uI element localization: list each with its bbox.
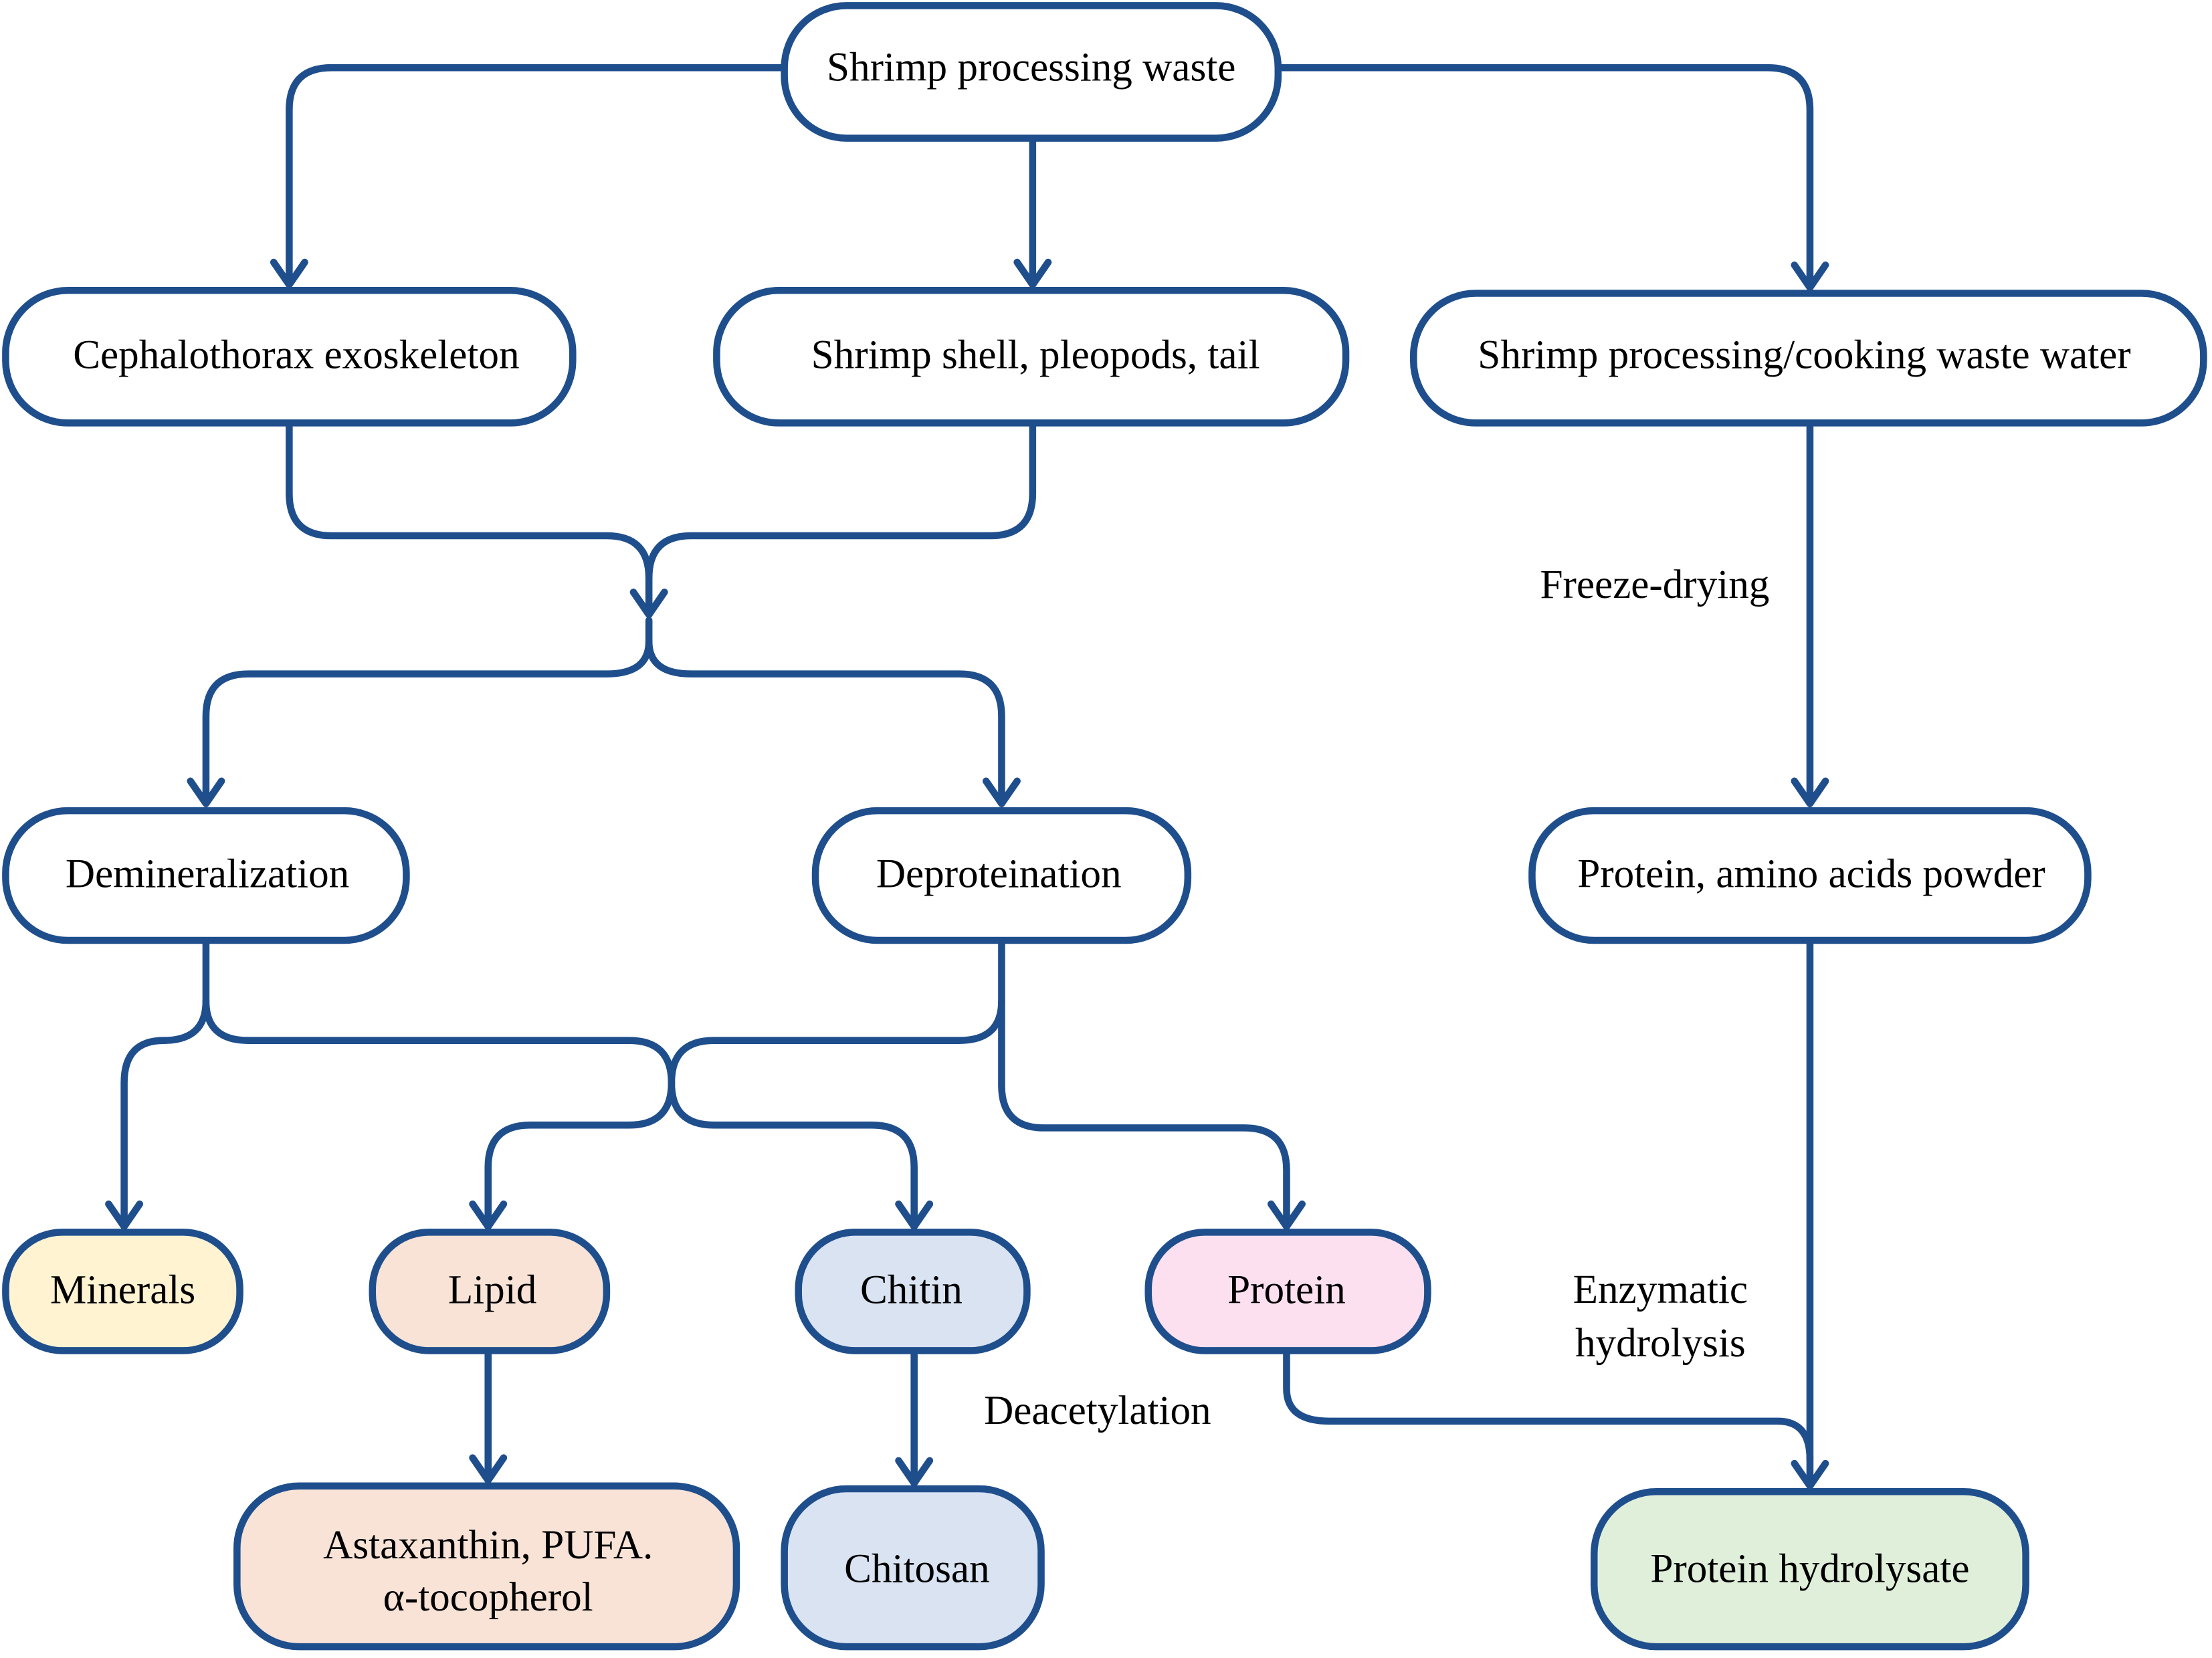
arrow-waste-water-icon: [1791, 262, 1829, 292]
node-cephalothorax-exoskeleton: Cephalothorax exoskeleton: [2, 286, 577, 427]
arrow-deproteination-icon: [982, 777, 1021, 807]
arrow-chitosan-icon: [895, 1457, 934, 1487]
label-deacetylation: Deacetylation: [984, 1388, 1211, 1433]
edge-to-lipid: [484, 1079, 676, 1228]
arrow-shell-icon: [1013, 258, 1052, 289]
arrow-chitin-icon: [895, 1200, 934, 1231]
node-label: Lipid: [448, 1267, 536, 1312]
node-lipid: Lipid: [369, 1229, 611, 1354]
label-freeze-drying: Freeze-drying: [1540, 562, 1769, 607]
node-label: Demineralization: [66, 851, 349, 896]
node-label: Protein, amino acids powder: [1577, 851, 2045, 896]
node-label: Shrimp shell, pleopods, tail: [811, 333, 1260, 378]
node-chitin: Chitin: [795, 1229, 1031, 1354]
edge-to-protein: [998, 997, 1290, 1228]
node-label: Protein: [1227, 1267, 1346, 1312]
label-enzymatic: Enzymatic: [1573, 1267, 1748, 1312]
arrow-merge-icon: [629, 589, 668, 619]
edge-protein-to-hydrolysate: [1283, 1347, 1814, 1463]
node-waste-water: Shrimp processing/cooking waste water: [1410, 290, 2207, 427]
node-shrimp-shell: Shrimp shell, pleopods, tail: [713, 286, 1350, 427]
node-protein: Protein: [1144, 1229, 1431, 1354]
node-protein-hydrolysate: Protein hydrolysate: [1590, 1487, 2029, 1651]
node-deproteination: Deproteination: [811, 807, 1192, 944]
arrow-demineralization-icon: [187, 777, 225, 807]
node-label: Deproteination: [876, 851, 1122, 896]
edge-to-chitin: [668, 1079, 918, 1228]
node-label: Cephalothorax exoskeleton: [73, 333, 519, 378]
edge-demineralization-merge: [202, 938, 676, 1087]
node-label: Protein hydrolysate: [1650, 1547, 1969, 1592]
arrow-powder-icon: [1791, 777, 1829, 807]
node-label: Shrimp processing waste: [827, 45, 1235, 90]
edge-cephalothorax-merge: [286, 419, 653, 613]
arrow-astaxanthin-icon: [469, 1454, 508, 1484]
edge-split-to-demineralization: [202, 617, 653, 805]
edges: [120, 64, 1814, 1484]
node-minerals: Minerals: [2, 1229, 243, 1354]
node-label: Chitosan: [844, 1547, 989, 1592]
node-label: Shrimp processing/cooking waste water: [1478, 333, 2130, 378]
node-shrimp-processing-waste: Shrimp processing waste: [781, 2, 1282, 142]
node-chitosan: Chitosan: [781, 1485, 1045, 1651]
node-label-line2: α-tocopherol: [383, 1575, 593, 1620]
edge-split-to-deproteination: [645, 637, 1005, 805]
edge-shell-merge: [645, 419, 1037, 582]
node-astaxanthin-pufa-tocopherol: Astaxanthin, PUFA. α-tocopherol: [233, 1482, 740, 1651]
arrow-protein-icon: [1267, 1200, 1306, 1231]
arrowheads: [105, 258, 1829, 1490]
node-label: Chitin: [860, 1267, 963, 1312]
arrow-lipid-icon: [469, 1200, 508, 1231]
node-protein-amino-acids-powder: Protein, amino acids powder: [1528, 807, 2092, 944]
arrow-cephalothorax-icon: [270, 258, 308, 289]
edge-to-minerals: [120, 997, 210, 1228]
node-demineralization: Demineralization: [2, 807, 410, 944]
edge-waste-to-waste-water: [1274, 64, 1814, 289]
edge-deproteination-merge: [668, 938, 1005, 1087]
edge-waste-to-cephalothorax: [286, 64, 788, 286]
node-label-line1: Astaxanthin, PUFA.: [323, 1523, 653, 1568]
label-hydrolysis: hydrolysis: [1575, 1321, 1746, 1366]
arrow-minerals-icon: [105, 1200, 144, 1231]
arrow-hydrolysate-icon: [1791, 1459, 1829, 1490]
node-label: Minerals: [50, 1267, 195, 1312]
